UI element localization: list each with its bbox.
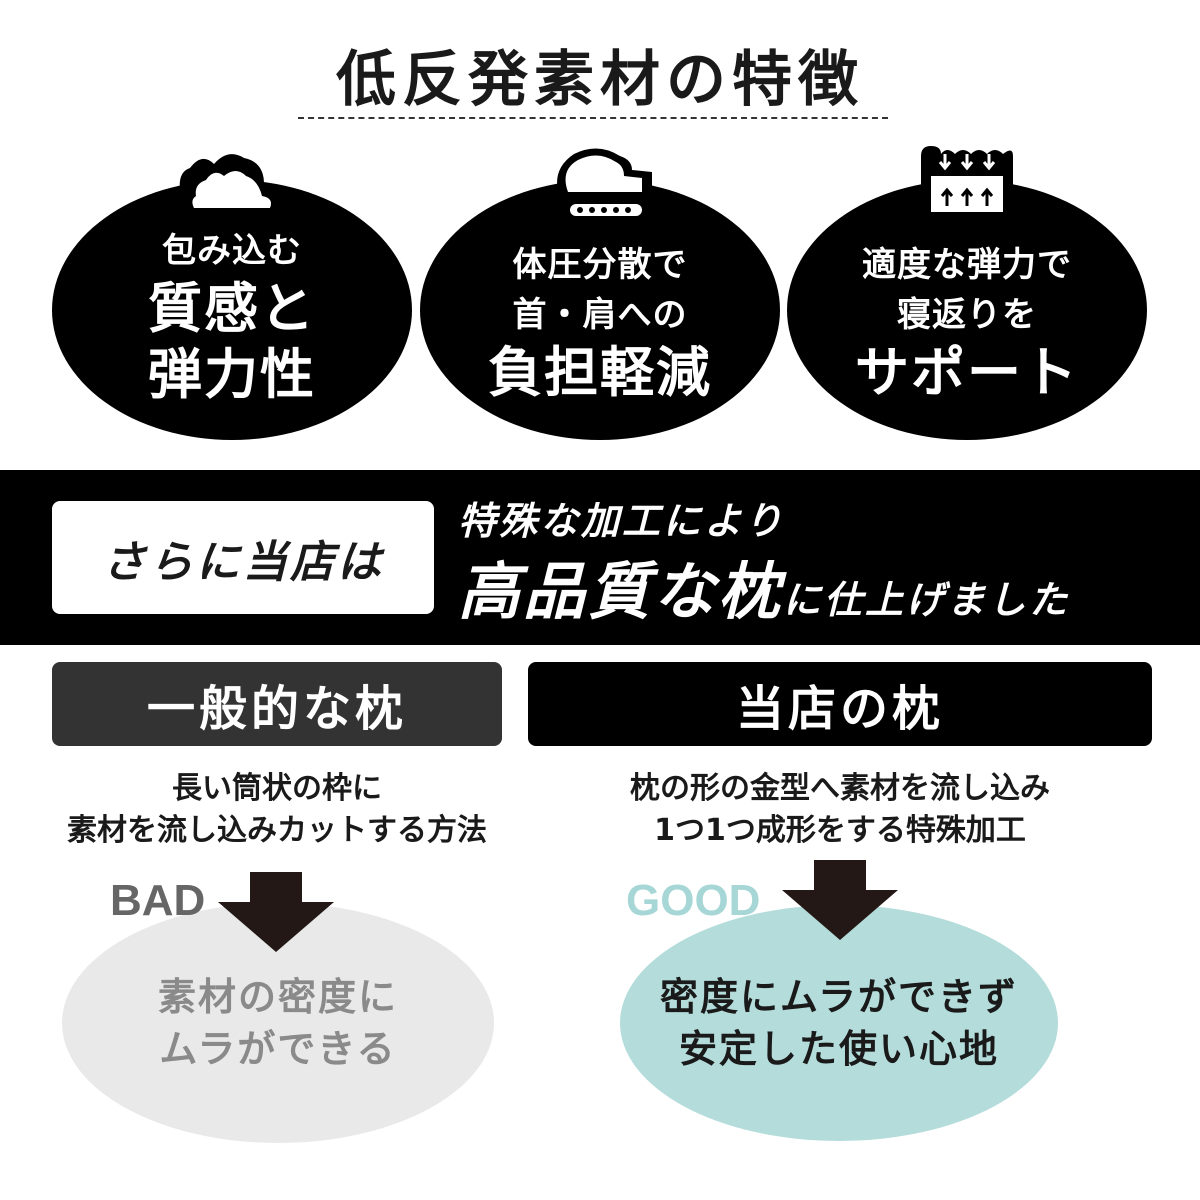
- page-title: 低反発素材の特徴: [336, 45, 864, 115]
- result-line: 安定した使い心地: [678, 1027, 999, 1071]
- general-pillow-description: 長い筒状の枠に 素材を流し込みカットする方法: [40, 768, 514, 852]
- title-dashed-underline: [298, 117, 888, 119]
- feature-line: 弾力性: [148, 343, 316, 406]
- feature-oval: [787, 180, 1147, 440]
- our-pillow-heading: 当店の枕: [528, 662, 1152, 746]
- down-arrow-icon: [218, 872, 334, 952]
- feature-oval: [420, 180, 780, 440]
- bad-label: BAD: [110, 876, 206, 925]
- feature-oval: [52, 180, 412, 440]
- result-line: 密度にムラができず: [659, 975, 1019, 1019]
- feature-line: 体圧分散で: [512, 245, 688, 285]
- feature-line: 適度な弾力で: [862, 245, 1072, 285]
- feature-line: 首・肩への: [512, 295, 688, 335]
- head-on-pillow-icon: [557, 148, 652, 220]
- feature-line: 質感と: [148, 277, 316, 340]
- description-line: 長い筒状の枠に: [172, 771, 382, 806]
- band-suffix-text: に仕上げました: [783, 578, 1071, 622]
- description-line: 枕の形の金型へ素材を流し込み: [630, 771, 1050, 806]
- feature-line: 負担軽減: [488, 341, 712, 404]
- feature-cloud: 包み込む 質感と 弾力性: [52, 140, 412, 440]
- pressure-arrows-icon: [921, 146, 1013, 220]
- feature-line: 寝返りを: [897, 295, 1037, 335]
- good-result-oval: 密度にムラができず 安定した使い心地: [620, 905, 1058, 1141]
- description-line: 1つ1つ成形をする特殊加工: [654, 813, 1026, 848]
- result-line: ムラができる: [159, 1027, 397, 1071]
- band-highlight-text: 高品質な枕: [458, 555, 784, 628]
- band-label: さらに当店は: [102, 536, 384, 588]
- feature-pressure: 適度な弾力で 寝返りを サポート: [787, 140, 1147, 440]
- feature-line: 包み込む: [162, 231, 302, 271]
- feature-head-pillow: 体圧分散で 首・肩への 負担軽減: [420, 140, 780, 440]
- band-text-line2: 高品質な枕に仕上げました: [458, 556, 1070, 644]
- band-label-box: さらに当店は: [52, 501, 434, 614]
- result-line: 素材の密度に: [157, 975, 398, 1019]
- feature-line: サポート: [855, 341, 1079, 404]
- band-text-line1: 特殊な加工により: [458, 499, 786, 543]
- cloud-icon: [179, 154, 284, 220]
- our-pillow-description: 枕の形の金型へ素材を流し込み 1つ1つ成形をする特殊加工: [528, 768, 1152, 852]
- description-line: 素材を流し込みカットする方法: [67, 813, 487, 848]
- good-label: GOOD: [626, 876, 761, 925]
- down-arrow-icon: [782, 860, 898, 940]
- general-pillow-heading: 一般的な枕: [52, 662, 502, 746]
